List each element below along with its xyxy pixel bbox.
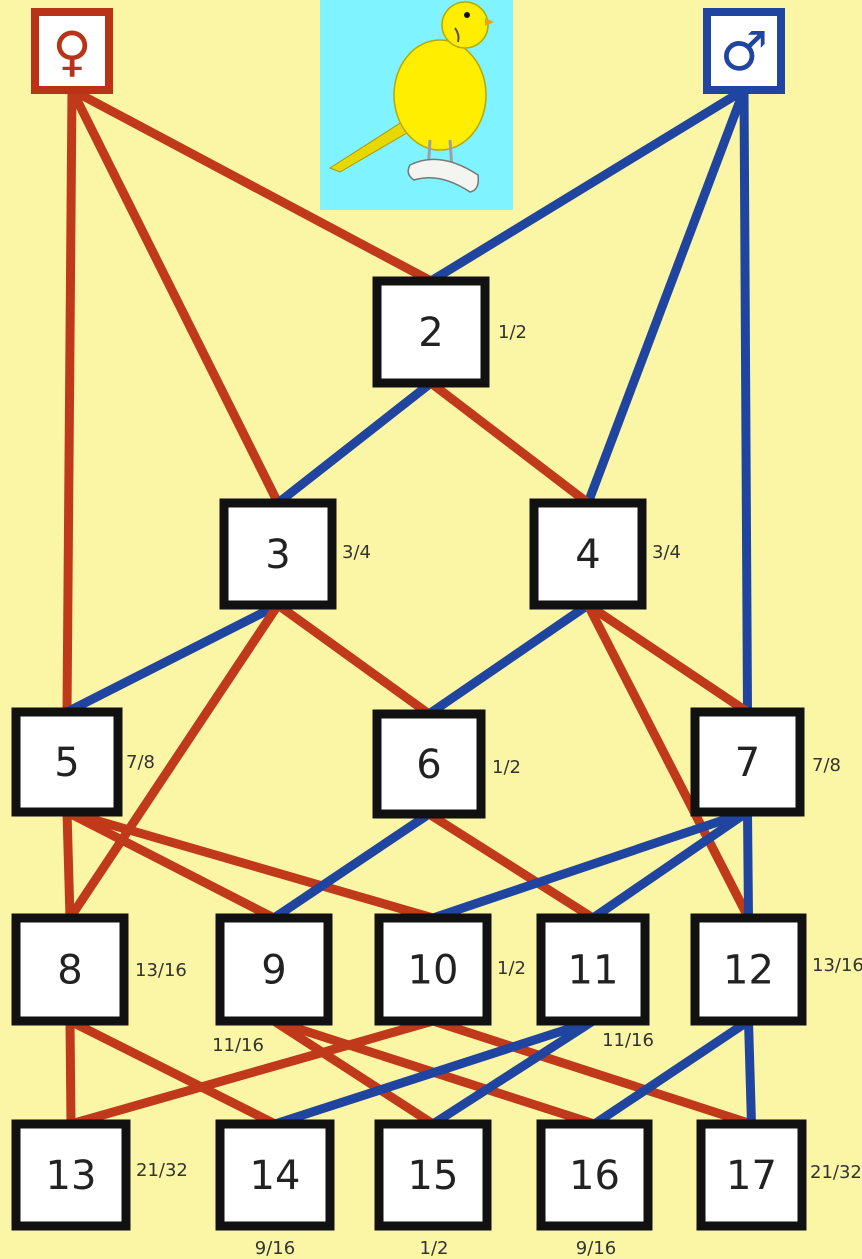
node-label-13: 13 <box>46 1153 97 1199</box>
yellow-canary-icon <box>320 0 513 210</box>
fraction-label-14: 9/16 <box>255 1238 295 1259</box>
fraction-label-3: 3/4 <box>342 542 371 563</box>
fraction-label-11: 11/16 <box>602 1030 654 1051</box>
node-label-10: 10 <box>408 948 459 994</box>
node-label-2: 2 <box>418 310 443 356</box>
node-label-16: 16 <box>569 1153 620 1199</box>
fraction-label-2: 1/2 <box>498 322 527 343</box>
fraction-label-15: 1/2 <box>420 1238 449 1259</box>
fraction-label-5: 7/8 <box>126 752 155 773</box>
node-label-8: 8 <box>57 948 82 994</box>
node-label-7: 7 <box>735 740 760 786</box>
node-label-9: 9 <box>261 948 286 994</box>
fraction-label-7: 7/8 <box>812 755 841 776</box>
female-symbol-icon: ♀ <box>52 20 92 83</box>
node-label-4: 4 <box>575 532 600 578</box>
node-label-5: 5 <box>54 740 79 786</box>
male-symbol-icon: ♂ <box>720 20 768 83</box>
node-label-15: 15 <box>408 1153 459 1199</box>
fraction-label-9: 11/16 <box>212 1035 264 1056</box>
fraction-label-6: 1/2 <box>492 757 521 778</box>
node-label-17: 17 <box>726 1153 777 1199</box>
fraction-label-4: 3/4 <box>652 542 681 563</box>
edge-8-to-13 <box>70 1021 71 1124</box>
node-label-11: 11 <box>568 948 619 994</box>
edge-male-to-7 <box>744 90 748 712</box>
female-parent-node: ♀ <box>35 12 109 90</box>
fraction-label-8: 13/16 <box>135 960 187 981</box>
node-label-12: 12 <box>723 948 774 994</box>
node-label-14: 14 <box>250 1153 301 1199</box>
male-parent-node: ♂ <box>707 12 781 90</box>
edge-7-to-12 <box>748 812 749 918</box>
node-label-3: 3 <box>265 532 290 578</box>
edge-female-to-5 <box>67 90 72 712</box>
edge-5-to-8 <box>67 812 70 918</box>
node-label-6: 6 <box>416 742 441 788</box>
fraction-label-13: 21/32 <box>136 1160 188 1181</box>
fraction-label-10: 1/2 <box>497 958 526 979</box>
fraction-label-16: 9/16 <box>576 1238 616 1259</box>
edge-12-to-17 <box>749 1021 752 1124</box>
fraction-label-12: 13/16 <box>812 955 862 976</box>
fraction-label-17: 21/32 <box>810 1162 862 1183</box>
